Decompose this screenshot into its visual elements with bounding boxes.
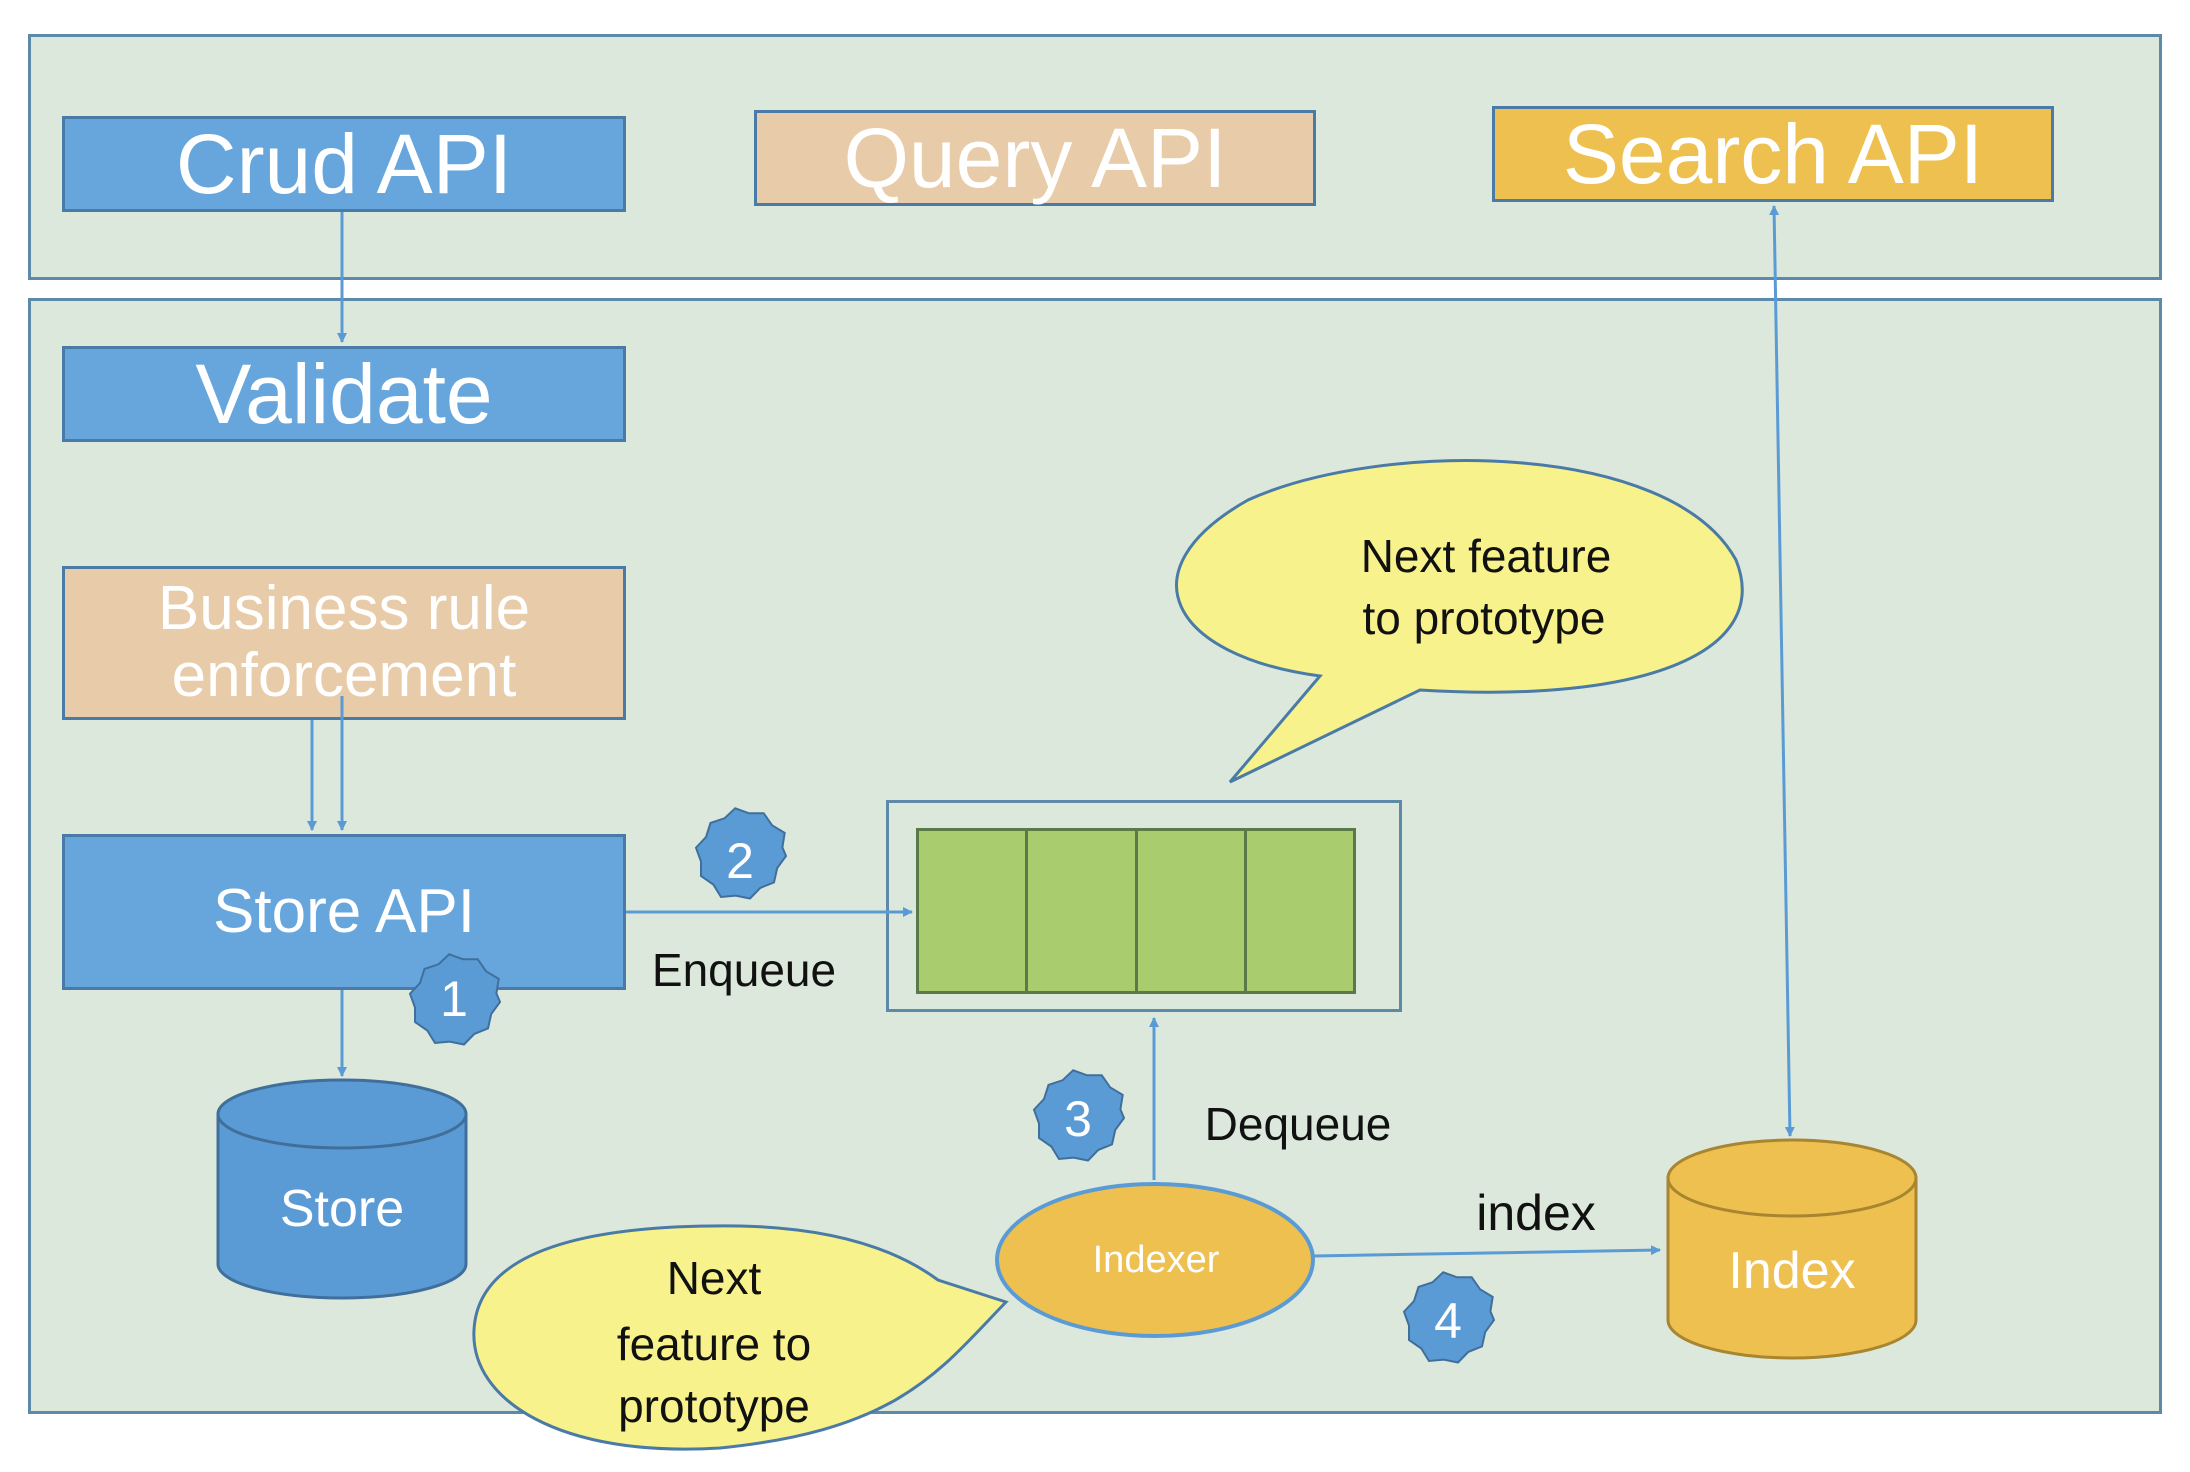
indexer-to-index-arrow xyxy=(1313,1245,1661,1258)
step-badge-1-shape xyxy=(408,953,502,1046)
crud-api-box: Crud API xyxy=(62,116,626,212)
dequeue-label: Dequeue xyxy=(1205,1098,1392,1150)
message-queue xyxy=(916,828,1356,994)
queue-slot xyxy=(1138,831,1247,991)
queue-slot xyxy=(1028,831,1138,991)
callout-bottom-line3: prototype xyxy=(618,1380,810,1432)
validate-label: Validate xyxy=(195,346,493,441)
callout-bottom-line1: Next xyxy=(667,1252,762,1304)
query-api-box: Query API xyxy=(754,110,1316,206)
step-badge-1: 1 xyxy=(440,971,468,1027)
store-label: Store xyxy=(280,1180,404,1238)
step-badge-4-shape xyxy=(1402,1271,1496,1364)
business-rule-box: Business rule enforcement xyxy=(62,566,626,720)
enqueue-label: Enqueue xyxy=(652,944,836,996)
business-rule-line2: enforcement xyxy=(171,641,517,710)
store-api-label: Store API xyxy=(213,876,475,946)
business-rule-line1: Business rule xyxy=(157,574,531,644)
index-label: Index xyxy=(1728,1242,1855,1300)
queue-slot xyxy=(919,831,1029,991)
store-database-icon xyxy=(216,1078,468,1300)
index-flow-label: index xyxy=(1476,1185,1596,1241)
step-badge-2-shape xyxy=(694,807,788,900)
index-database-icon xyxy=(1666,1138,1918,1360)
store-api-box: Store API xyxy=(62,834,626,990)
callout-bottom-line2: feature to xyxy=(617,1318,811,1370)
indexer-label: Indexer xyxy=(1093,1239,1220,1281)
search-api-box: Search API xyxy=(1492,106,2054,202)
queue-frame xyxy=(886,800,1402,1012)
callout-top-line2: to prototype xyxy=(1363,592,1606,644)
speech-bubble-bottom xyxy=(472,1224,1009,1451)
crud-api-label: Crud API xyxy=(175,116,513,211)
step-badge-3: 3 xyxy=(1064,1091,1092,1147)
step-badge-2: 2 xyxy=(726,833,754,889)
query-api-label: Query API xyxy=(843,110,1227,205)
validate-box: Validate xyxy=(62,346,626,442)
step-badge-3-shape xyxy=(1032,1069,1126,1162)
callout-top-line1: Next feature xyxy=(1361,530,1612,582)
speech-bubble-top xyxy=(1175,459,1744,784)
search-index-arrow xyxy=(1769,205,1795,1137)
search-api-label: Search API xyxy=(1562,106,1984,201)
step-badge-4: 4 xyxy=(1434,1293,1462,1349)
indexer-node xyxy=(995,1182,1315,1338)
